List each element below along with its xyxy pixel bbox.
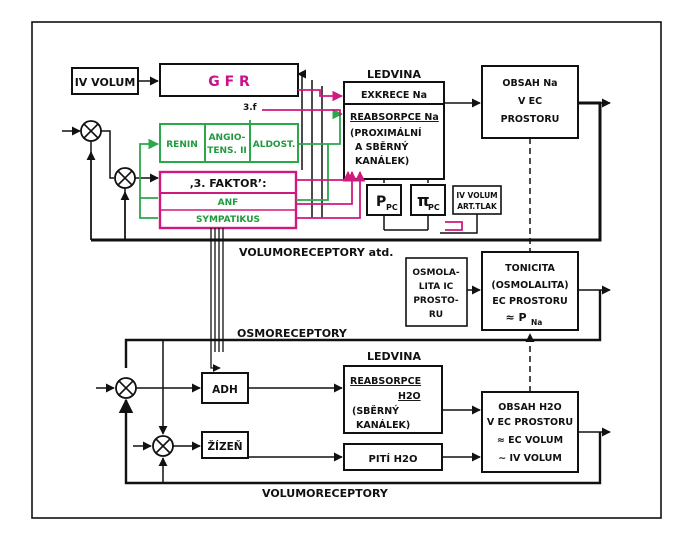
proximalni-3: KANÁLEK)	[355, 155, 409, 167]
p-pc-block: P PC	[366, 184, 402, 216]
tonicita-4: ≈ P	[505, 311, 526, 324]
piti-label: PITÍ H2O	[369, 452, 418, 465]
renin-label: RENIN	[166, 140, 198, 150]
iv-art-label-2: ART.TLAK	[457, 202, 498, 211]
top-connections	[62, 69, 611, 252]
exkrece-label: EXKRECE Na	[361, 90, 427, 101]
obsah-h2o-1: OBSAH H2O	[498, 402, 561, 413]
obsah-h2o-block: OBSAH H2O V EC PROSTORU ≈ EC VOLUM ∼ IV …	[481, 391, 579, 473]
outer-frame	[31, 21, 662, 519]
p-pc-label: P	[376, 194, 386, 210]
bottom-connections	[96, 340, 611, 485]
iv-art-block: IV VOLUM ART.TLAK	[452, 185, 502, 215]
sum-junction-4	[152, 435, 174, 457]
sberny-1: (SBĚRNÝ	[352, 405, 399, 417]
ledvina-top-block: EXKRECE Na REABSORPCE Na (PROXIMÁLNÍ A S…	[343, 81, 445, 180]
osmolalita-block: OSMOLA- LITA IC PROSTO- RU	[405, 257, 468, 327]
green-connections	[139, 108, 344, 219]
tonicita-block: TONICITA (OSMOLALITA) EC PROSTORU ≈ P Na	[481, 251, 579, 331]
sum-junction-1	[80, 120, 102, 142]
gfr-block: G F R	[159, 63, 299, 97]
proximalni-2: A SBĚRNÝ	[355, 141, 408, 153]
iv-volum-label: IV VOLUM	[75, 76, 136, 89]
osmolalita-3: PROSTO-	[413, 296, 459, 306]
sympatikus-label: SYMPATIKUS	[196, 215, 260, 225]
p-pc-sub: PC	[386, 203, 398, 212]
gfr-label: G F R	[208, 74, 250, 90]
osmoreceptory-label: OSMORECEPTORY	[237, 327, 348, 340]
cross-links	[210, 228, 224, 372]
iv-volum-block: IV VOLUM	[71, 67, 139, 95]
proximalni-1: (PROXIMÁLNÍ	[350, 127, 422, 139]
obsah-na-3: PROSTORU	[501, 114, 560, 125]
osmolalita-2: LITA IC	[419, 282, 454, 292]
raas-block: RENIN ANGIO- TENS. II ALDOST.	[159, 123, 299, 163]
piti-block: PITÍ H2O	[343, 443, 443, 471]
label-3f: 3.f	[243, 103, 257, 113]
obsah-h2o-2: V EC PROSTORU	[487, 417, 573, 428]
aldost-label: ALDOST.	[253, 140, 296, 150]
pi-pc-block: π PC	[410, 184, 446, 216]
obsah-h2o-3: ≈ EC VOLUM	[497, 435, 563, 446]
zizen-block: ŽÍZEŇ	[201, 431, 249, 459]
iv-art-label-1: IV VOLUM	[456, 191, 497, 200]
osmolalita-4: RU	[429, 310, 443, 320]
adh-label: ADH	[212, 384, 238, 396]
reabsorpce-h2o-block: REABSORPCE H2O (SBĚRNÝ KANÁLEK)	[343, 365, 443, 434]
anf-label: ANF	[218, 198, 239, 208]
reabsorpce-na-label: REABSORPCE Na	[350, 112, 439, 123]
magenta-connections	[262, 89, 463, 231]
reabsorpce-h2o-1: REABSORPCE	[350, 376, 421, 387]
ledvina-bottom-title: LEDVINA	[367, 350, 421, 363]
volumoreceptory-bottom-label: VOLUMORECEPTORY	[262, 487, 389, 500]
pi-pc-sub: PC	[428, 203, 440, 212]
zizen-label: ŽÍZEŇ	[207, 440, 242, 453]
middle-connections	[124, 285, 611, 392]
adh-block: ADH	[201, 372, 249, 404]
faktor-block: ‚3. FAKTOR’: ANF SYMPATIKUS	[158, 170, 298, 230]
sum-junction-3	[115, 377, 137, 399]
faktor-label: ‚3. FAKTOR’:	[189, 177, 266, 190]
angio-label-2: TENS. II	[207, 146, 247, 156]
tonicita-1: TONICITA	[505, 263, 555, 274]
volumoreceptory-top-label: VOLUMORECEPTORY atd.	[239, 246, 393, 259]
tonicita-3: EC PROSTORU	[492, 296, 568, 307]
osmolalita-1: OSMOLA-	[412, 268, 459, 278]
obsah-na-1: OBSAH Na	[502, 78, 557, 89]
reabsorpce-h2o-2: H2O	[398, 391, 421, 402]
obsah-h2o-4: ∼ IV VOLUM	[498, 453, 562, 464]
ledvina-top-title: LEDVINA	[367, 68, 421, 81]
sum-junction-2	[114, 167, 136, 189]
angio-label-1: ANGIO-	[209, 133, 246, 143]
tonicita-4-sub: Na	[531, 318, 542, 327]
obsah-na-2: V EC	[518, 96, 542, 107]
obsah-na-block: OBSAH Na V EC PROSTORU	[481, 65, 579, 139]
pi-pc-label: π	[417, 191, 430, 210]
tonicita-2: (OSMOLALITA)	[491, 280, 568, 291]
sberny-2: KANÁLEK)	[356, 419, 410, 431]
